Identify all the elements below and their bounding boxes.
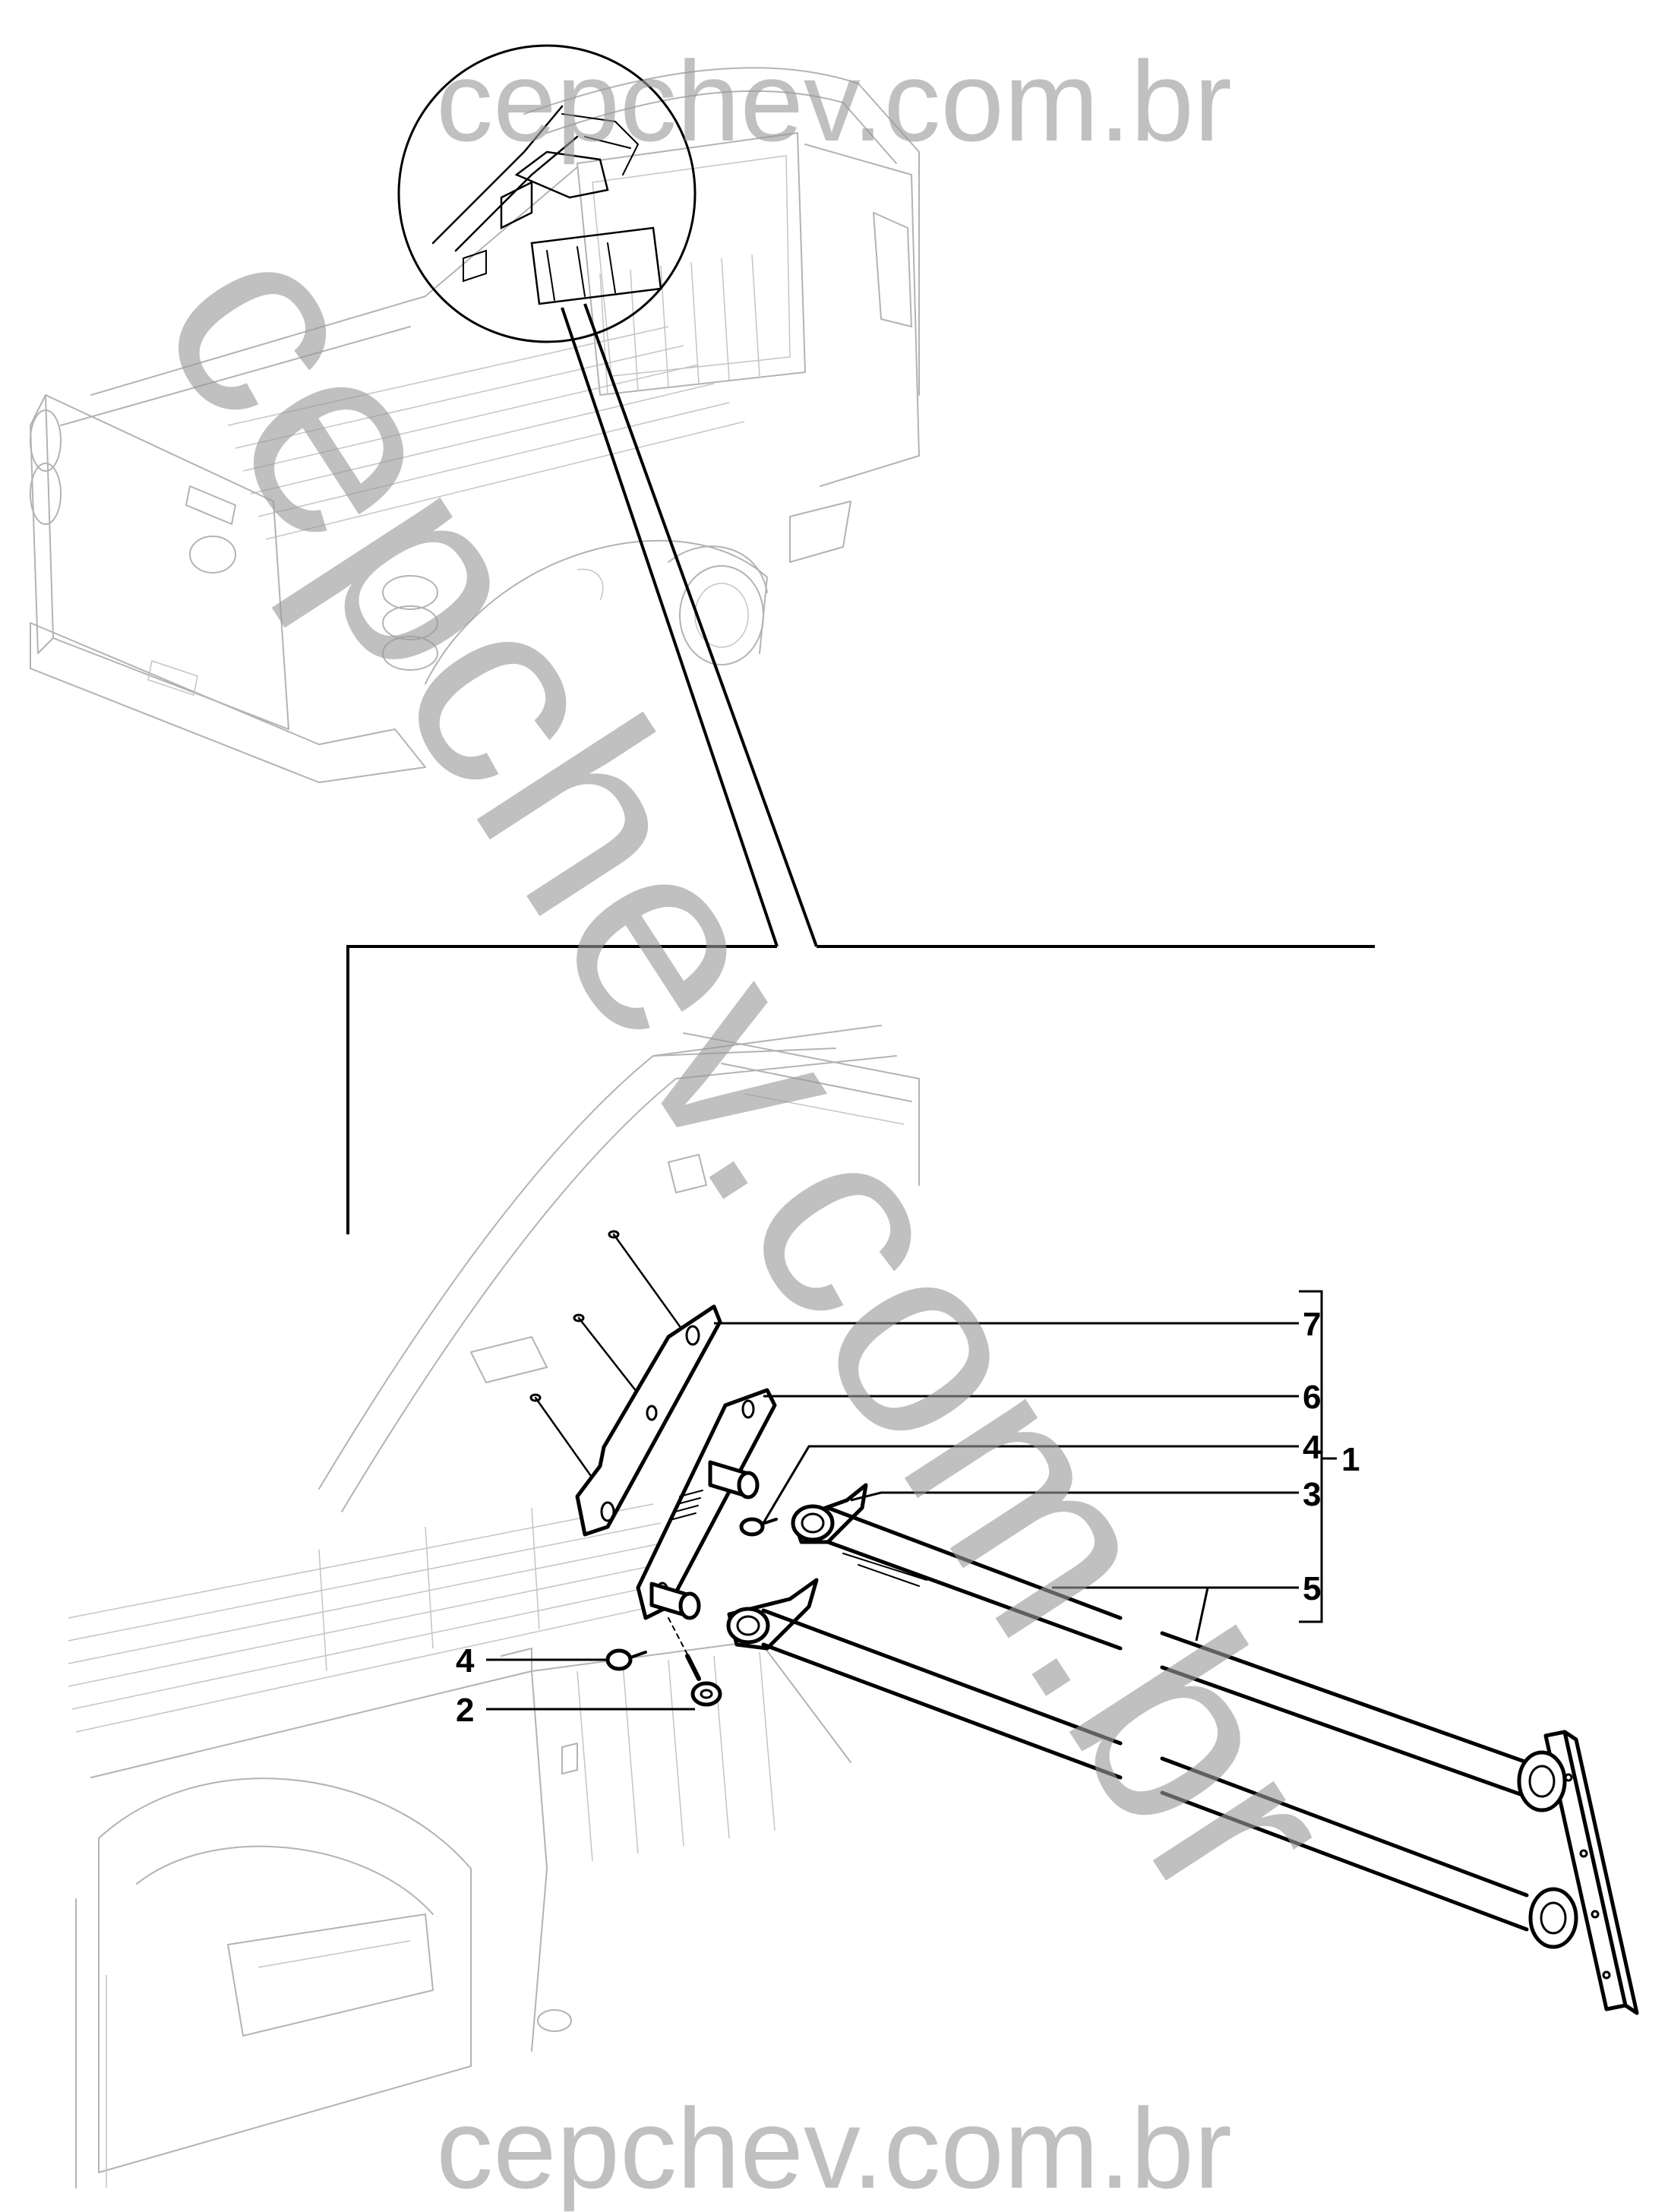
- callout-5: 5: [1303, 1570, 1321, 1607]
- callout-1: 1: [1341, 1441, 1360, 1478]
- watermark-bottom: cepchev.com.br: [436, 2084, 1232, 2212]
- zoom-lines: [346, 303, 1375, 1234]
- bed-interior-sketch: [68, 1025, 920, 2188]
- screw-2: [668, 1617, 722, 1707]
- truck-overview-sketch: [30, 67, 920, 783]
- bar-lower-5: [726, 1578, 1529, 1932]
- detail-callout-circle: [397, 44, 697, 343]
- bolt-4-upper: [739, 1517, 778, 1537]
- watermark-diagonal: cepchev.com.br: [102, 185, 1399, 1954]
- bracket-plate-7: [575, 1304, 722, 1537]
- upper-screws: [529, 1230, 689, 1490]
- bracket-hinge-6: [636, 1388, 777, 1620]
- watermarks: cepchev.com.br cepchev.com.br cepchev.co…: [102, 37, 1399, 2212]
- callout-4-lower: 4: [456, 1642, 475, 1680]
- callout-4-upper: 4: [1303, 1429, 1322, 1466]
- callout-labels: 7 6 4 3 5 1 4 2: [456, 1306, 1360, 1729]
- leader-lines: [486, 1290, 1337, 1711]
- end-plate: [1517, 1730, 1639, 2015]
- callout-6: 6: [1303, 1379, 1321, 1416]
- callout-2: 2: [456, 1692, 474, 1729]
- bolt-4-lower: [605, 1648, 647, 1671]
- bar-upper-3: [791, 1483, 1529, 1799]
- callout-7: 7: [1303, 1306, 1321, 1343]
- callout-3: 3: [1303, 1476, 1321, 1513]
- watermark-top: cepchev.com.br: [436, 37, 1232, 165]
